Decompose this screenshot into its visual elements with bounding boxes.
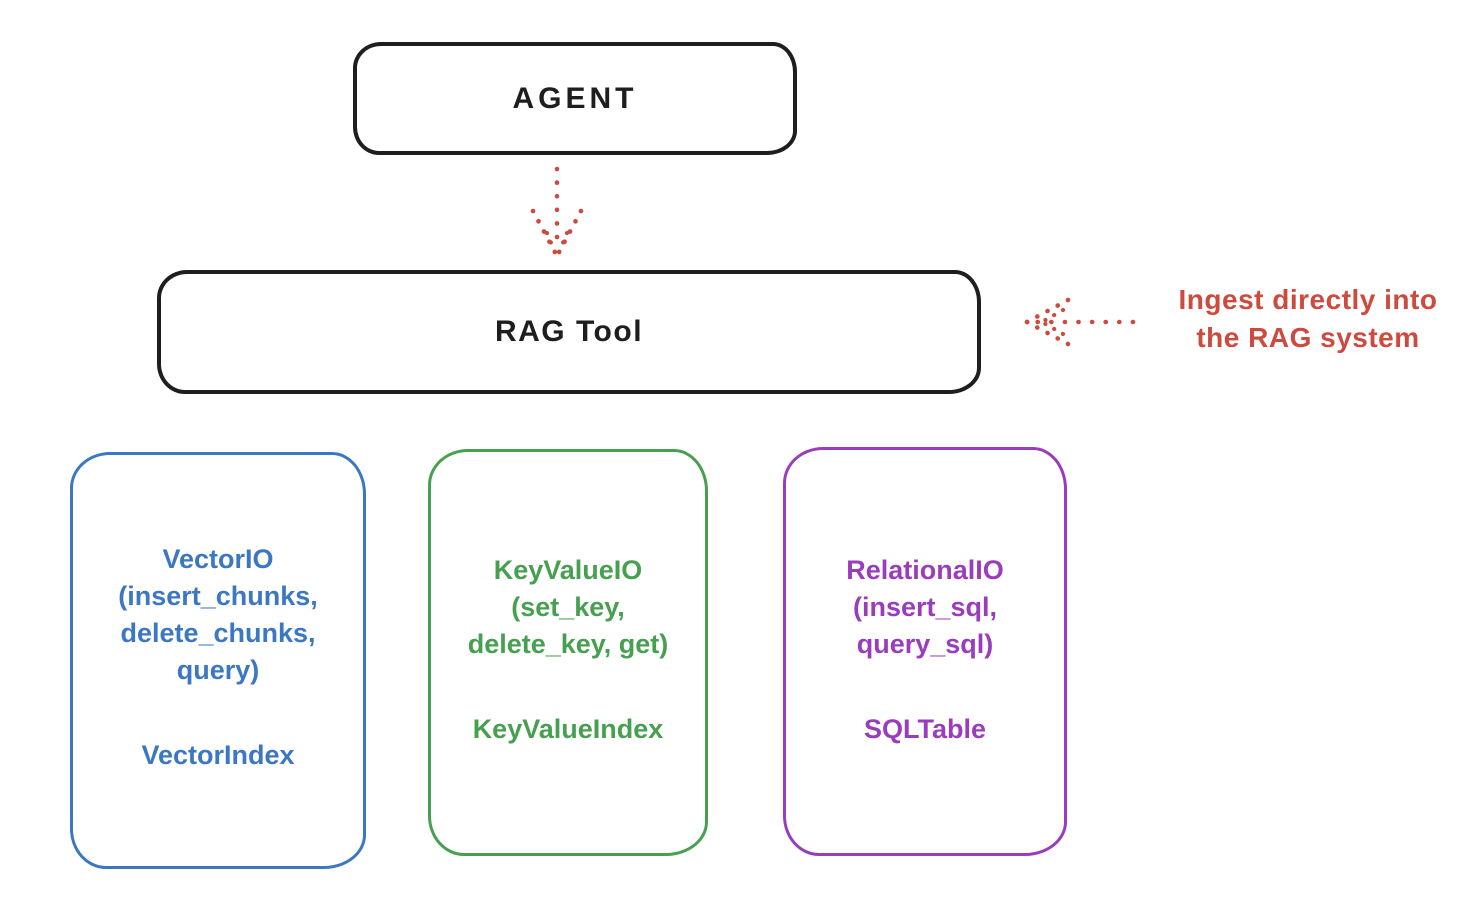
agent-box: AGENT (353, 42, 797, 155)
ingest-annotation-text: Ingest directly into the RAG system (1178, 284, 1438, 353)
agent-to-rag-dotted-arrow-icon (530, 166, 584, 258)
backend-box-vector-io: VectorIO (insert_chunks, delete_chunks, … (70, 452, 366, 869)
backend-box-relational-io: RelationalIO (insert_sql, query_sql) SQL… (783, 447, 1067, 856)
agent-label: AGENT (512, 81, 638, 115)
keyvalue-io-methods-label: KeyValueIO (set_key, delete_key, get) (467, 555, 669, 659)
vector-io-methods-label: VectorIO (insert_chunks, delete_chunks, … (118, 544, 318, 685)
relational-io-methods-label: RelationalIO (insert_sql, query_sql) (846, 555, 1004, 659)
vector-index-label: VectorIndex (141, 740, 295, 770)
sql-table-label: SQLTable (863, 714, 986, 744)
rag-tool-box: RAG Tool (157, 270, 981, 394)
rag-tool-label: RAG Tool (494, 315, 644, 348)
keyvalue-index-label: KeyValueIndex (472, 714, 664, 744)
backend-box-keyvalue-io: KeyValueIO (set_key, delete_key, get) Ke… (428, 449, 708, 856)
ingest-to-rag-dotted-arrow-icon (1024, 297, 1136, 347)
